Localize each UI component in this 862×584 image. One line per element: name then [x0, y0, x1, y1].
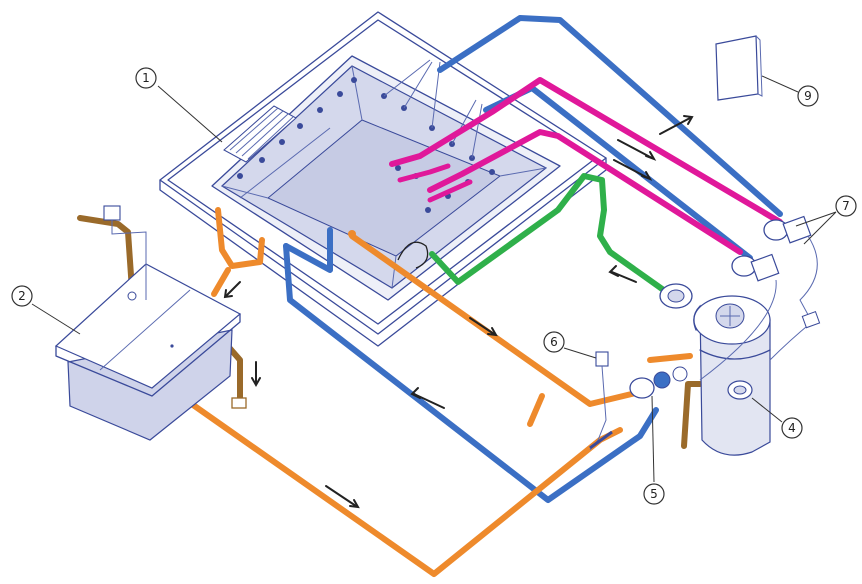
- balance-tank: [54, 263, 247, 441]
- callout-7: 7: [835, 195, 857, 217]
- callout-2: 2: [11, 285, 33, 307]
- blue-pipe-return: [283, 243, 659, 503]
- callouts: 1 2 4 5 6 7 9: [11, 67, 857, 505]
- callout-4: 4: [781, 417, 803, 439]
- magenta-pipe-b: [427, 129, 743, 255]
- flow-arrow-icon: [251, 361, 261, 388]
- pump-5: [629, 366, 688, 399]
- flow-arrow-icon: [608, 265, 637, 283]
- orange-pipe-tank: [183, 397, 623, 577]
- callout-6: 6: [543, 331, 565, 353]
- brown-pipe-drain: [681, 381, 703, 449]
- circulation-pump: [659, 283, 693, 309]
- flow-arrow-icon: [223, 281, 241, 299]
- flow-arrow-icon: [469, 317, 498, 337]
- green-pipe: [429, 173, 675, 299]
- flow-arrow-icon: [617, 139, 657, 161]
- orange-pipe-skimmer: [215, 207, 265, 269]
- flow-arrow-icon: [410, 387, 445, 409]
- callout-5: 5: [643, 483, 665, 505]
- spa-pool: [159, 11, 607, 347]
- flow-arrow-icon: [659, 115, 694, 135]
- jet-pump-upper: [763, 215, 812, 244]
- callout-1-label: 1: [142, 71, 150, 85]
- blue-pipe-upper: [437, 15, 783, 217]
- callout-5-label: 5: [650, 487, 658, 501]
- magenta-pipe-a: [389, 77, 783, 225]
- callout-1: 1: [135, 67, 157, 89]
- callout-2-label: 2: [18, 289, 26, 303]
- jet-pump-lower: [731, 253, 780, 282]
- callout-7-label: 7: [842, 199, 850, 213]
- flow-arrows: [223, 115, 694, 509]
- callout-6-label: 6: [550, 335, 558, 349]
- flow-arrow-icon: [325, 485, 360, 509]
- callout-9: 9: [797, 85, 819, 107]
- sensor: [589, 351, 613, 451]
- brown-pipe-inlet: [77, 215, 135, 293]
- orange-pipe-drain: [349, 233, 643, 407]
- callout-9-label: 9: [804, 89, 812, 103]
- control-box: [715, 35, 763, 101]
- callout-4-label: 4: [788, 421, 796, 435]
- skimmer-grate: [223, 105, 297, 163]
- flow-arrow-icon: [613, 159, 653, 181]
- level-sensor: [103, 205, 147, 300]
- pipes: [77, 15, 783, 577]
- filter: [693, 295, 771, 456]
